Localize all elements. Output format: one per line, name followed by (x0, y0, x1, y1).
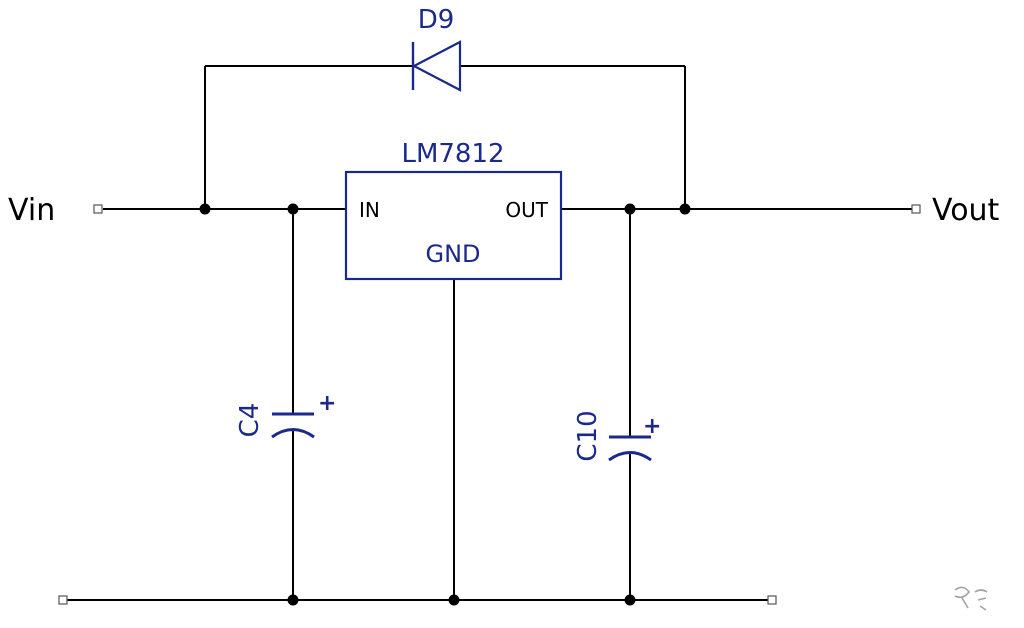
vin-terminal (93, 204, 103, 214)
regulator-pin-in: IN (359, 198, 380, 222)
capacitor-polarity: + (318, 391, 336, 416)
ground-left-terminal (58, 595, 68, 605)
capacitor-c4: + C4 (235, 391, 336, 439)
diode-triangle (411, 40, 462, 92)
regulator-pin-out: OUT (505, 198, 548, 222)
regulator-pin-gnd: GND (425, 240, 480, 268)
regulator-body (344, 170, 563, 281)
capacitor-curved-plate (271, 428, 315, 439)
ground-right-terminal (767, 595, 777, 605)
capacitor-polarity: + (643, 414, 661, 439)
regulator-name: LM7812 (401, 139, 504, 169)
regulator-lm7812: LM7812 IN OUT GND (344, 139, 563, 281)
capacitor-name: C10 (573, 410, 603, 461)
junctions (199, 203, 691, 606)
diode-name: D9 (418, 5, 455, 35)
capacitor-name: C4 (235, 403, 265, 438)
vout-terminal (911, 204, 921, 214)
capacitor-curved-plate (608, 451, 652, 462)
diode-d9: D9 (411, 5, 462, 92)
wires (67, 65, 912, 601)
junction-dot (199, 203, 211, 215)
vout-label: Vout (932, 193, 1000, 228)
vin-label: Vin (8, 193, 55, 228)
junction-dot (287, 594, 299, 606)
junction-dot (624, 594, 636, 606)
junction-dot (448, 594, 460, 606)
watermark (954, 586, 988, 611)
junction-dot (287, 203, 299, 215)
junction-dot (679, 203, 691, 215)
junction-dot (624, 203, 636, 215)
capacitor-c10: + C10 (573, 410, 661, 461)
